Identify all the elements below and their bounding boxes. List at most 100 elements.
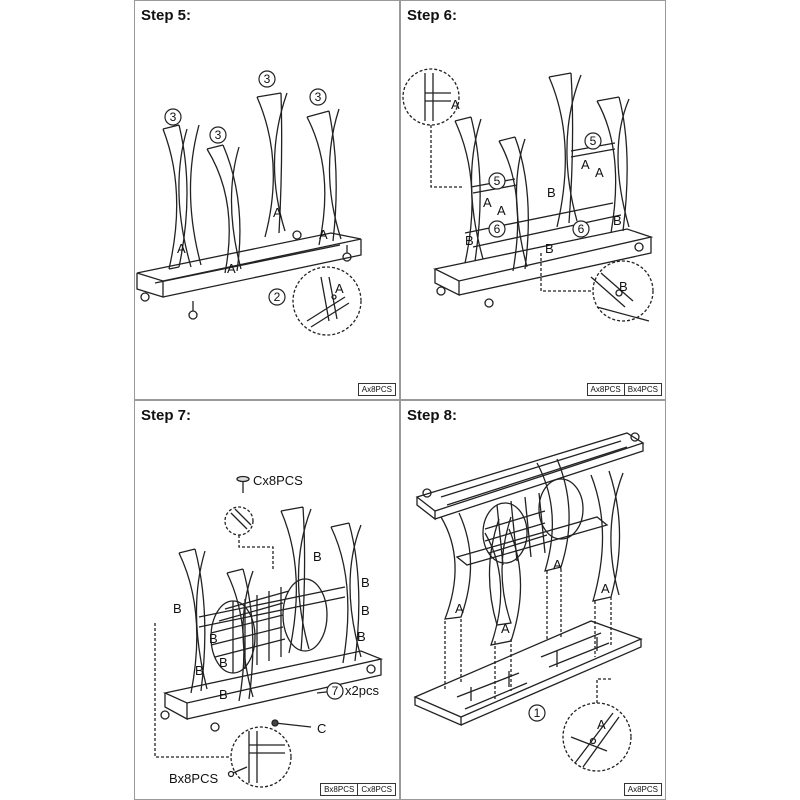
- leg-frame-3: [536, 458, 570, 572]
- step-title: Step 7:: [141, 407, 192, 424]
- screw-a-label: A: [497, 203, 506, 218]
- step-6-panel: Step 6:: [400, 0, 666, 400]
- screw-b-label: B: [465, 233, 474, 248]
- hardware-box: Ax8PCS: [623, 783, 662, 796]
- detail-inset: [292, 266, 362, 336]
- leg-frame-2: [206, 144, 241, 274]
- base-number-1: [528, 704, 546, 722]
- part-number-6: [488, 220, 506, 238]
- part-number-3: [164, 108, 182, 126]
- screw-b-label: B: [361, 575, 370, 590]
- part-number-3: [209, 126, 227, 144]
- detail-inset: [562, 702, 632, 772]
- part-label: 3: [215, 128, 222, 142]
- screw-label: A: [335, 281, 344, 296]
- screw-label: A: [553, 557, 562, 572]
- screw-label: A: [319, 227, 328, 242]
- base-label: 2: [274, 290, 281, 304]
- leg-frame-1: [162, 124, 188, 270]
- part-label: 7: [332, 684, 339, 698]
- base-label: 1: [534, 706, 541, 720]
- base-frame: [413, 620, 643, 718]
- caster-wheel: [160, 710, 170, 720]
- part-label: 5: [494, 174, 501, 188]
- screw-b-label: B: [545, 241, 554, 256]
- part-number-7: [326, 682, 344, 700]
- screw-a-label: A: [483, 195, 492, 210]
- quantity-label: x2pcs: [345, 683, 379, 698]
- screw-label: A: [177, 241, 186, 256]
- leg-frame-3: [548, 72, 574, 228]
- part-number-5: [488, 172, 506, 190]
- rack-drum: [482, 502, 528, 564]
- cap-label: C: [317, 721, 326, 736]
- step-8-panel: Step 8:: [400, 400, 666, 800]
- step-5-illustration: 3 3 3 3 2 A A A A A: [136, 70, 362, 336]
- caster-wheel: [292, 230, 302, 240]
- part-label: 3: [170, 110, 177, 124]
- screw-label: A: [601, 581, 610, 596]
- step-6-illustration: 5 5 6 6 A A A A A B B B B B: [402, 68, 654, 322]
- hardware-tag: Ax8PCS: [586, 383, 625, 396]
- screw-label: A: [227, 261, 236, 276]
- leg-frame-4: [306, 110, 337, 246]
- step-7-illustration: 7 Cx8PCS x2pcs Bx8PCS C B B B B B B B B …: [154, 473, 384, 788]
- cap-callout: Cx8PCS: [253, 473, 303, 488]
- part-label: 5: [590, 134, 597, 148]
- screw-b-label: B: [209, 631, 218, 646]
- part-label: 6: [578, 222, 585, 236]
- screw-b-label: B: [313, 549, 322, 564]
- rack-drum: [538, 478, 584, 540]
- part-label: 3: [264, 72, 271, 86]
- hardware-box: Bx8PCS Cx8PCS: [320, 783, 396, 796]
- hardware-box: Ax8PCS: [357, 383, 396, 396]
- leg-frame-2: [484, 528, 522, 646]
- base-number-2: [268, 288, 286, 306]
- bolt-callout: Bx8PCS: [169, 771, 218, 786]
- part-label: 6: [494, 222, 501, 236]
- screw-b-label: B: [219, 655, 228, 670]
- screw-b-label: B: [613, 213, 622, 228]
- screw-b-label: B: [361, 603, 370, 618]
- caster-wheel: [188, 310, 198, 320]
- screw-a-label: A: [595, 165, 604, 180]
- caster-wheel: [484, 298, 494, 308]
- part-number-3: [258, 70, 276, 88]
- caster-wheel: [140, 292, 150, 302]
- hardware-box: Ax8PCS Bx4PCS: [586, 383, 662, 396]
- leg-frame-4: [590, 470, 621, 602]
- screw-label: A: [501, 621, 510, 636]
- bolt-detail-inset: [230, 726, 292, 788]
- leg-frame-1: [440, 512, 472, 620]
- hardware-tag: Ax8PCS: [623, 783, 662, 796]
- hardware-tag: Bx4PCS: [623, 383, 662, 396]
- screw-b-label: B: [547, 185, 556, 200]
- base-frame-side: [136, 273, 164, 298]
- hardware-tag: Bx8PCS: [320, 783, 359, 796]
- step-7-panel: Step 7:: [134, 400, 400, 800]
- hardware-tag: Cx8PCS: [357, 783, 396, 796]
- leg-frame-3: [256, 92, 283, 238]
- step-title: Step 5:: [141, 7, 192, 24]
- caster-wheel: [210, 722, 220, 732]
- step-5-panel: Step 5:: [134, 0, 400, 400]
- part-number-6: [572, 220, 590, 238]
- part-label: 3: [315, 90, 322, 104]
- caster-wheel: [634, 242, 644, 252]
- base-frame-front: [162, 239, 362, 298]
- step-title: Step 6:: [407, 7, 458, 24]
- screw-a-label: A: [451, 97, 460, 112]
- screw-b-label: B: [619, 279, 628, 294]
- part-number-5: [584, 132, 602, 150]
- part-number-3: [309, 88, 327, 106]
- screw-label: A: [597, 717, 606, 732]
- detail-inset-top: [402, 68, 460, 126]
- hardware-tag: Ax8PCS: [357, 383, 396, 396]
- screw-b-label: B: [219, 687, 228, 702]
- step-title: Step 8:: [407, 407, 458, 424]
- screw-label: A: [273, 205, 282, 220]
- caster-wheel: [436, 286, 446, 296]
- base-rail: [154, 244, 341, 284]
- detail-inset-bottom: [592, 260, 654, 322]
- screw-a-label: A: [581, 157, 590, 172]
